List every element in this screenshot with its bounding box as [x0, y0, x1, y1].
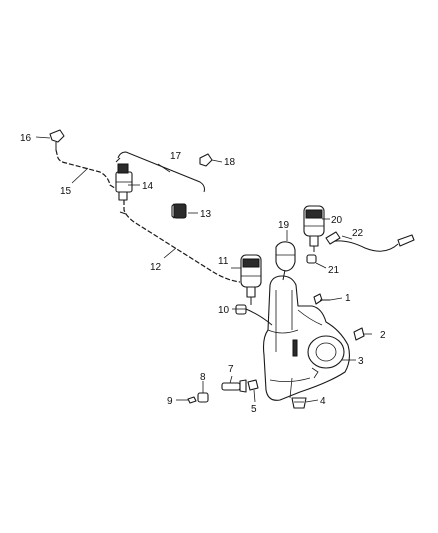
callout-14: 14 [142, 181, 154, 192]
connector-8 [197, 392, 209, 403]
screw-9 [187, 396, 197, 404]
callout-18: 18 [224, 157, 236, 168]
callout-17: 17 [170, 151, 182, 162]
pump-grommet [235, 304, 273, 326]
callout-8: 8 [200, 372, 206, 383]
filler-neck-seal [275, 241, 296, 281]
level-sensor-7 [221, 379, 247, 393]
hose-assembly [55, 149, 415, 283]
callout-10: 10 [218, 305, 230, 316]
callout-9: 9 [167, 396, 173, 407]
callout-22: 22 [352, 228, 364, 239]
washer-nozzle-left [49, 129, 65, 150]
bolt-1 [313, 293, 330, 305]
washer-pump-lower [240, 254, 262, 305]
washer-pump-upper [303, 205, 325, 252]
hose-connector [115, 163, 133, 201]
callout-2: 2 [380, 330, 386, 341]
drain-plug-4 [291, 397, 307, 409]
grommet-5 [247, 379, 259, 391]
callout-12: 12 [150, 262, 162, 273]
callout-19: 19 [278, 220, 290, 231]
callout-15: 15 [60, 186, 72, 197]
hose-clip [171, 203, 187, 219]
callout-20: 20 [331, 215, 343, 226]
callout-labels: 16 15 17 18 14 13 12 11 10 19 20 22 21 1… [20, 133, 386, 415]
callout-11: 11 [218, 256, 229, 267]
callout-3: 3 [358, 356, 364, 367]
washer-reservoir [262, 275, 351, 401]
wiring-connector [325, 231, 341, 245]
callout-1: 1 [345, 293, 351, 304]
callout-21: 21 [328, 265, 340, 276]
callout-13: 13 [200, 209, 212, 220]
callout-4: 4 [320, 396, 326, 407]
washer-nozzle-right [199, 153, 213, 167]
upper-pump-grommet [306, 254, 317, 264]
callout-7: 7 [228, 364, 234, 375]
leader-lines [35, 136, 372, 403]
callout-16: 16 [20, 133, 32, 144]
push-pin-2 [353, 327, 365, 341]
callout-5: 5 [251, 404, 257, 415]
